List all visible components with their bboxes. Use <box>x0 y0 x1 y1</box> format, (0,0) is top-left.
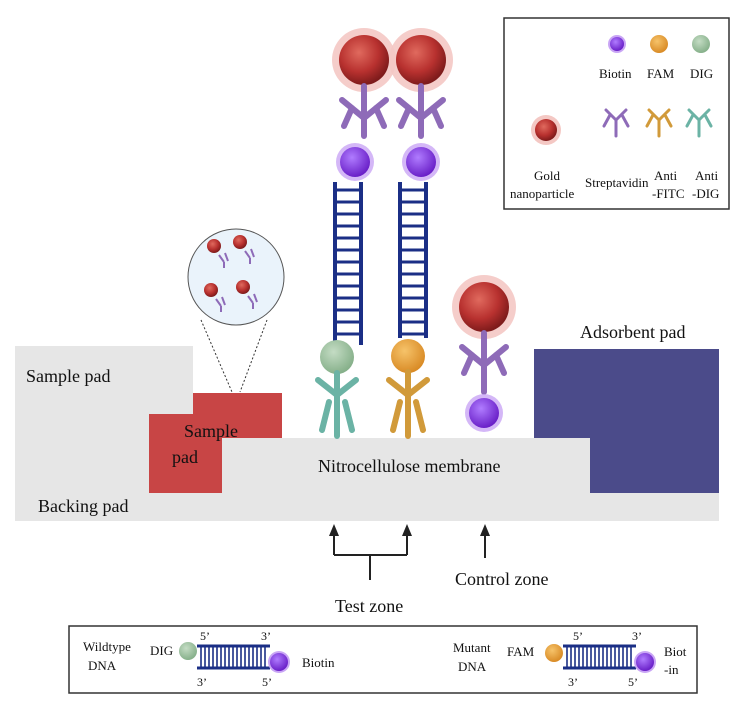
streptavidin-legend-icon <box>602 108 630 138</box>
backing-pad <box>15 493 719 521</box>
dig-legend-icon <box>692 35 710 53</box>
mutant-label-2: DNA <box>458 659 487 674</box>
mt-biotin-label-1: Biot <box>664 644 687 659</box>
dna-ladder-1 <box>333 182 363 345</box>
mt-fam-icon <box>545 644 563 662</box>
strip <box>15 346 719 521</box>
mt-biotin-label-2: -in <box>664 662 679 677</box>
mt-3-top: 3’ <box>632 629 642 643</box>
legend-streptavidin: Streptavidin <box>585 175 649 190</box>
sample-pad-red-label-2: pad <box>172 447 198 467</box>
mt-3-bottom: 3’ <box>568 675 578 689</box>
sample-pad-red-label-1: Sample <box>184 421 238 441</box>
dna-ladder-2 <box>398 182 428 338</box>
mt-5-top: 5’ <box>573 629 583 643</box>
legend-dig: DIG <box>690 66 713 81</box>
wt-dig-label: DIG <box>150 643 173 658</box>
arrow-heads <box>329 524 490 536</box>
wt-dna-ladder <box>197 644 270 670</box>
anti-fitc-legend-icon <box>645 108 673 138</box>
wt-dig-icon <box>179 642 197 660</box>
mt-fam-label: FAM <box>507 644 535 659</box>
legend-fam: FAM <box>647 66 675 81</box>
wt-5-bottom: 5’ <box>262 675 272 689</box>
mt-5-bottom: 5’ <box>628 675 638 689</box>
legend-anti-dig-2: -DIG <box>692 186 719 201</box>
legend-anti-fitc-2: -FITC <box>652 186 685 201</box>
zoom-circle <box>187 228 285 326</box>
mutant-label-1: Mutant <box>453 640 491 655</box>
nitrocellulose-membrane <box>222 438 590 493</box>
legend-box: Biotin FAM DIG Gold nanoparticle Strepta… <box>503 17 730 210</box>
wt-3-top: 3’ <box>261 629 271 643</box>
test-complex-dig <box>315 28 396 439</box>
conjugate-zoom <box>187 228 285 393</box>
mt-dna-ladder <box>563 644 636 670</box>
legend-gold-2: nanoparticle <box>510 186 574 201</box>
test-complex-fam <box>386 28 453 439</box>
legend-gold-1: Gold <box>534 168 561 183</box>
nitrocellulose-label: Nitrocellulose membrane <box>318 456 500 476</box>
zone-arrows <box>333 532 486 580</box>
anti-dig-legend-icon <box>685 108 713 138</box>
wildtype-label-1: Wildtype <box>83 639 131 654</box>
control-complex <box>452 275 516 432</box>
control-zone-label: Control zone <box>455 569 548 589</box>
backing-pad-label: Backing pad <box>38 496 128 516</box>
sample-pad-top-label: Sample pad <box>26 366 110 386</box>
legend-anti-dig-1: Anti <box>695 168 719 183</box>
wt-5-top: 5’ <box>200 629 210 643</box>
sample-pad-red <box>149 414 222 493</box>
wildtype-label-2: DNA <box>88 658 117 673</box>
wt-3-bottom: 3’ <box>197 675 207 689</box>
fam-legend-icon <box>650 35 668 53</box>
adsorbent-notch <box>534 438 590 493</box>
legend-biotin: Biotin <box>599 66 632 81</box>
legend-anti-fitc-1: Anti <box>654 168 678 183</box>
test-zone-label: Test zone <box>335 596 403 616</box>
adsorbent-pad-label: Adsorbent pad <box>580 322 685 342</box>
zoom-conjugates <box>204 235 258 312</box>
wt-biotin-label: Biotin <box>302 655 335 670</box>
dna-box: Wildtype DNA DIG 5’ 3’ 3’ 5’ Biotin Muta… <box>68 625 698 694</box>
